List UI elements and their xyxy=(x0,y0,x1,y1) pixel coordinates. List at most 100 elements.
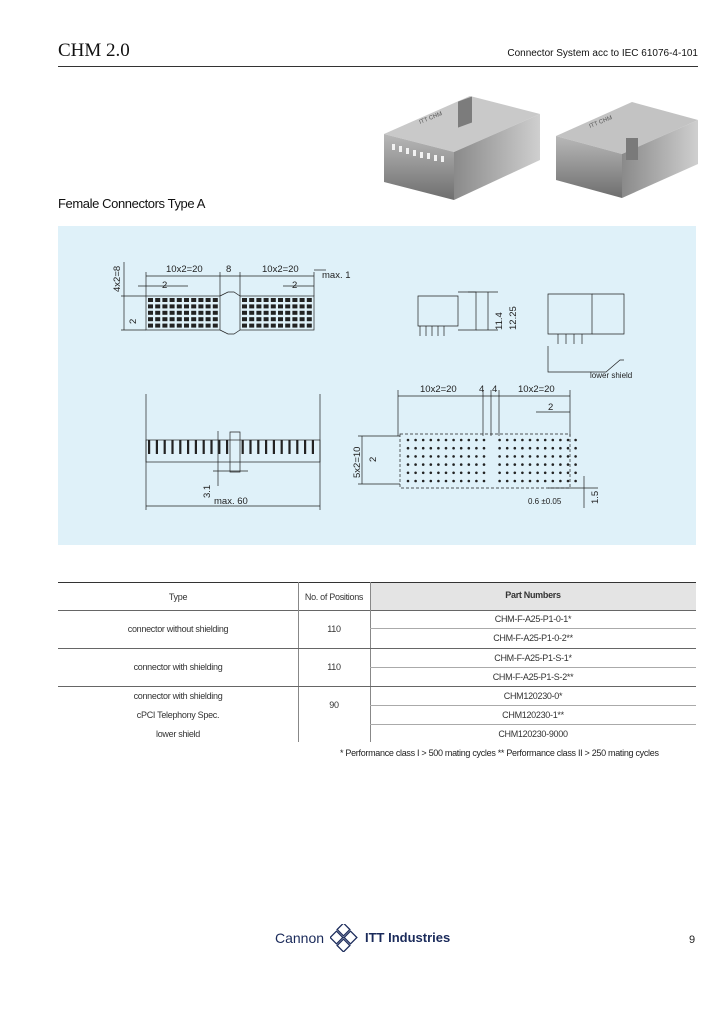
footprint-hole xyxy=(521,455,524,458)
pin xyxy=(296,440,299,454)
contact-cell xyxy=(242,310,247,315)
dim-row: 2 xyxy=(128,319,139,324)
dim-left-small: 2 xyxy=(162,280,167,291)
footprint-hole xyxy=(475,479,478,483)
footprint-hole xyxy=(528,471,532,475)
footprint-hole xyxy=(459,446,463,450)
technical-drawing: 10x2=20 8 10x2=20 4x2=8 2 2 2 max. 1 11.… xyxy=(112,262,632,510)
footprint-hole xyxy=(452,463,455,466)
contact-cell xyxy=(184,323,189,328)
row3-positions: 90 xyxy=(329,700,339,710)
footprint-hole xyxy=(521,463,524,466)
row1-part-2: CHM-F-A25-P1-0-2** xyxy=(493,633,573,643)
contact-cell xyxy=(212,323,218,328)
footprint-hole xyxy=(414,446,417,450)
footprint-hole xyxy=(482,446,486,450)
footprint-hole xyxy=(536,471,539,475)
footprint-hole xyxy=(536,438,539,442)
contact-cell xyxy=(184,317,189,322)
footprint-drawing xyxy=(358,390,598,508)
header-type: Type xyxy=(168,592,188,602)
contact-cell xyxy=(256,304,262,309)
pin xyxy=(163,440,166,454)
contact-cell xyxy=(306,323,312,328)
contact-cell xyxy=(162,323,168,328)
row2-part-2: CHM-F-A25-P1-S-2** xyxy=(492,672,574,682)
footprint-hole xyxy=(429,479,433,483)
footprint-hole xyxy=(559,463,562,466)
contact-cell xyxy=(270,317,276,322)
contact-cell xyxy=(191,310,197,315)
contact-cell xyxy=(162,304,168,309)
contact-cell xyxy=(270,304,276,309)
row3-part-3: CHM120230-9000 xyxy=(498,729,568,739)
dim-max60: max. 60 xyxy=(214,496,248,507)
contact-cell xyxy=(256,323,262,328)
footprint-hole xyxy=(414,438,417,442)
contact-cell xyxy=(162,298,168,302)
contact-cell xyxy=(198,323,204,328)
footprint-hole xyxy=(566,479,570,483)
brand-itt: ITT Industries xyxy=(365,930,451,945)
contact-cell xyxy=(169,304,175,309)
footprint-hole xyxy=(452,455,455,458)
contact-cell xyxy=(242,304,247,309)
dim-max: max. 1 xyxy=(322,270,351,281)
contact-cell xyxy=(270,310,276,315)
footprint-hole xyxy=(513,455,517,458)
footprint-hole xyxy=(551,463,555,466)
document-title: CHM 2.0 xyxy=(58,40,130,61)
contact-cell xyxy=(285,298,291,302)
contact-cell xyxy=(306,310,312,315)
footprint-hole xyxy=(482,455,486,458)
document-subtitle: Connector System acc to IEC 61076-4-101 xyxy=(507,48,698,59)
contact-cell xyxy=(249,323,255,328)
contact-cell xyxy=(198,310,204,315)
footprint-hole xyxy=(505,463,509,466)
contact-cell xyxy=(249,298,255,302)
footprint-hole xyxy=(444,446,448,450)
footprint-hole xyxy=(574,455,577,458)
footprint-hole xyxy=(551,471,555,475)
contact-cell xyxy=(285,304,291,309)
contact-cell xyxy=(263,323,269,328)
pin xyxy=(249,440,252,454)
footprint-hole xyxy=(528,438,532,442)
footprint-hole xyxy=(444,463,448,466)
contact-cell xyxy=(176,304,182,309)
dim-footprint-4b: 4 xyxy=(492,384,497,395)
contact-cell xyxy=(270,298,276,302)
footprint-hole xyxy=(498,479,501,483)
dim-footprint-hole: 0.6 ±0.05 xyxy=(528,497,562,506)
dim-right-pitch: 10x2=20 xyxy=(262,264,299,275)
footprint-hole xyxy=(444,438,448,442)
footprint-hole xyxy=(475,446,478,450)
dim-right-small: 2 xyxy=(292,280,297,291)
contact-cell xyxy=(263,298,269,302)
table-header-highlight xyxy=(370,583,696,610)
pin xyxy=(265,440,268,454)
footprint-hole xyxy=(566,446,570,450)
footprint-hole xyxy=(521,446,524,450)
footprint-hole xyxy=(498,463,501,466)
footprint-hole xyxy=(574,446,577,450)
footprint-hole xyxy=(421,455,425,458)
footprint-hole xyxy=(543,463,547,466)
footprint-hole xyxy=(566,471,570,475)
contact-cell xyxy=(242,323,247,328)
contact-cell xyxy=(299,310,305,315)
contact-cell xyxy=(292,304,298,309)
footprint-hole xyxy=(482,438,486,442)
contact-cell xyxy=(249,317,255,322)
brand-cannon: Cannon xyxy=(275,930,325,946)
row3-type-1: connector with shielding xyxy=(133,691,223,701)
contact-cell xyxy=(191,298,197,302)
contact-cell xyxy=(155,317,161,322)
header-rule xyxy=(58,66,698,67)
footprint-hole xyxy=(467,479,471,483)
pin xyxy=(148,440,151,454)
side-view-drawing-2 xyxy=(547,293,625,373)
contact-cell xyxy=(169,323,175,328)
footprint-hole xyxy=(475,455,478,458)
bottom-profile-pins xyxy=(148,440,314,454)
